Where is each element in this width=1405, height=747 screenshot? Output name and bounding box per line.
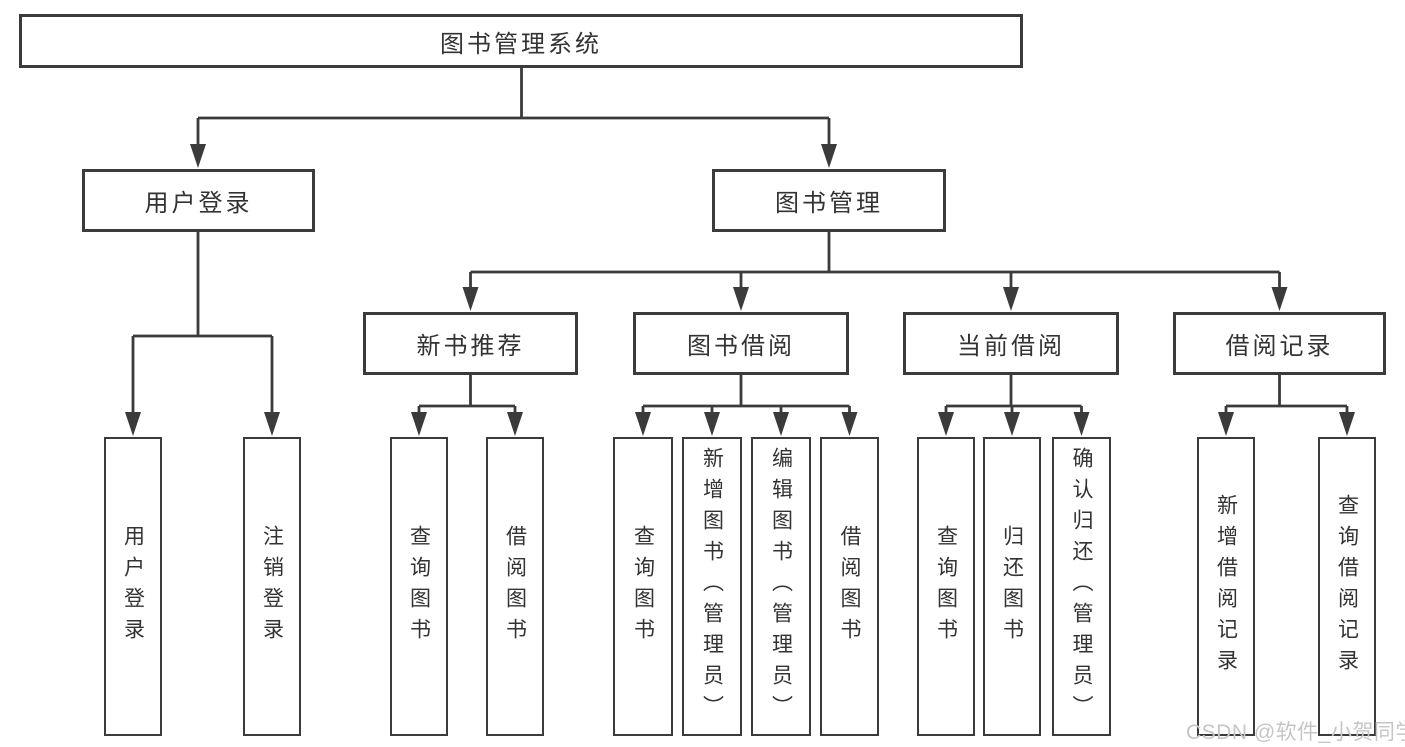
node-label: 借阅图书: [503, 524, 527, 649]
arrow-down-icon: [1339, 412, 1355, 436]
node-root: 图书管理系统: [19, 14, 1023, 68]
leaf-logout: 注销登录: [243, 437, 301, 736]
leaf-query-books-borrowing: 查询图书: [613, 437, 673, 736]
leaf-add-book-admin: 新增图书（管理员）: [682, 437, 742, 736]
node-book-borrowing: 图书借阅: [633, 312, 849, 375]
arrow-down-icon: [773, 412, 789, 436]
node-user-login: 用户登录: [82, 169, 315, 232]
arrow-down-icon: [733, 287, 749, 311]
leaf-edit-book-admin: 编辑图书（管理员）: [751, 437, 811, 736]
arrow-down-icon: [704, 412, 720, 436]
arrow-down-icon: [125, 412, 141, 436]
arrow-down-icon: [821, 144, 837, 168]
node-label: 归还图书: [1000, 524, 1024, 649]
node-current-borrowing: 当前借阅: [903, 312, 1119, 375]
leaf-add-borrow-record: 新增借阅记录: [1197, 437, 1255, 736]
watermark: CSDN @软件_小贺同学: [1186, 721, 1405, 744]
node-label: 查询借阅记录: [1335, 493, 1359, 680]
arrow-down-icon: [1004, 412, 1020, 436]
arrow-down-icon: [411, 412, 427, 436]
leaf-query-books-recommend: 查询图书: [390, 437, 448, 736]
arrow-down-icon: [1003, 287, 1019, 311]
arrow-down-icon: [190, 144, 206, 168]
node-label: 用户登录: [121, 524, 145, 649]
node-label: 确认归还（管理员）: [1070, 447, 1093, 726]
arrow-down-icon: [635, 412, 651, 436]
arrow-down-icon: [841, 412, 858, 436]
arrow-down-icon: [1073, 412, 1090, 436]
node-label: 注销登录: [260, 524, 284, 649]
node-borrowing-records: 借阅记录: [1173, 312, 1386, 375]
arrow-down-icon: [507, 412, 523, 436]
leaf-confirm-return-admin: 确认归还（管理员）: [1052, 437, 1111, 736]
node-label: 查询图书: [934, 524, 958, 649]
node-label: 编辑图书（管理员）: [769, 447, 793, 726]
node-book-management: 图书管理: [712, 169, 946, 232]
leaf-query-books-current: 查询图书: [917, 437, 975, 736]
arrow-down-icon: [264, 412, 280, 436]
arrow-down-icon: [1218, 412, 1234, 436]
arrow-down-icon: [462, 287, 479, 311]
arrow-down-icon: [1271, 287, 1288, 311]
node-label: 借阅图书: [838, 524, 861, 649]
elbow-connectors: [131, 68, 1349, 416]
node-label: 查询图书: [407, 524, 431, 649]
leaf-user-login: 用户登录: [104, 437, 162, 736]
node-label: 查询图书: [631, 524, 655, 649]
node-label: 新增图书（管理员）: [700, 447, 724, 726]
leaf-borrow-books-borrowing: 借阅图书: [820, 437, 879, 736]
leaf-borrow-books-recommend: 借阅图书: [486, 437, 544, 736]
node-new-book-recommend: 新书推荐: [363, 312, 578, 375]
node-label: 新增借阅记录: [1214, 493, 1238, 680]
leaf-query-borrow-record: 查询借阅记录: [1318, 437, 1376, 736]
leaf-return-books: 归还图书: [983, 437, 1041, 736]
arrow-down-icon: [938, 412, 954, 436]
